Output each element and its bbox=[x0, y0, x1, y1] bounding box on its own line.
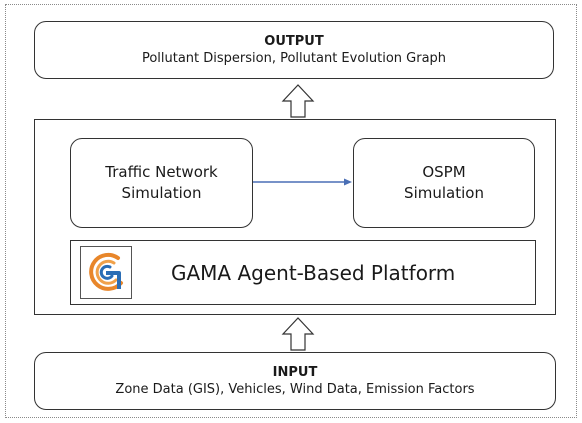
input-description: Zone Data (GIS), Vehicles, Wind Data, Em… bbox=[115, 381, 475, 397]
ospm-node-line2: Simulation bbox=[404, 184, 484, 202]
up-arrow-icon bbox=[281, 317, 315, 351]
traffic-node-line2: Simulation bbox=[121, 184, 202, 202]
gama-platform-bar: GAMA Agent-Based Platform bbox=[70, 240, 536, 305]
output-box: OUTPUT Pollutant Dispersion, Pollutant E… bbox=[34, 21, 554, 79]
input-box: INPUT Zone Data (GIS), Vehicles, Wind Da… bbox=[34, 352, 556, 410]
diagram-frame bbox=[5, 4, 577, 418]
traffic-node-line1: Traffic Network bbox=[105, 163, 218, 181]
up-arrow-icon bbox=[281, 84, 315, 118]
traffic-network-simulation-node: Traffic Network Simulation bbox=[70, 138, 253, 228]
output-title: OUTPUT bbox=[264, 33, 324, 49]
input-title: INPUT bbox=[272, 364, 318, 380]
connector-arrowhead-icon bbox=[344, 178, 352, 186]
output-description: Pollutant Dispersion, Pollutant Evolutio… bbox=[141, 50, 447, 66]
ospm-simulation-node: OSPM Simulation bbox=[353, 138, 535, 228]
platform-label: GAMA Agent-Based Platform bbox=[171, 260, 456, 285]
ospm-node-line1: OSPM bbox=[422, 163, 466, 181]
gama-logo-icon bbox=[80, 246, 132, 299]
